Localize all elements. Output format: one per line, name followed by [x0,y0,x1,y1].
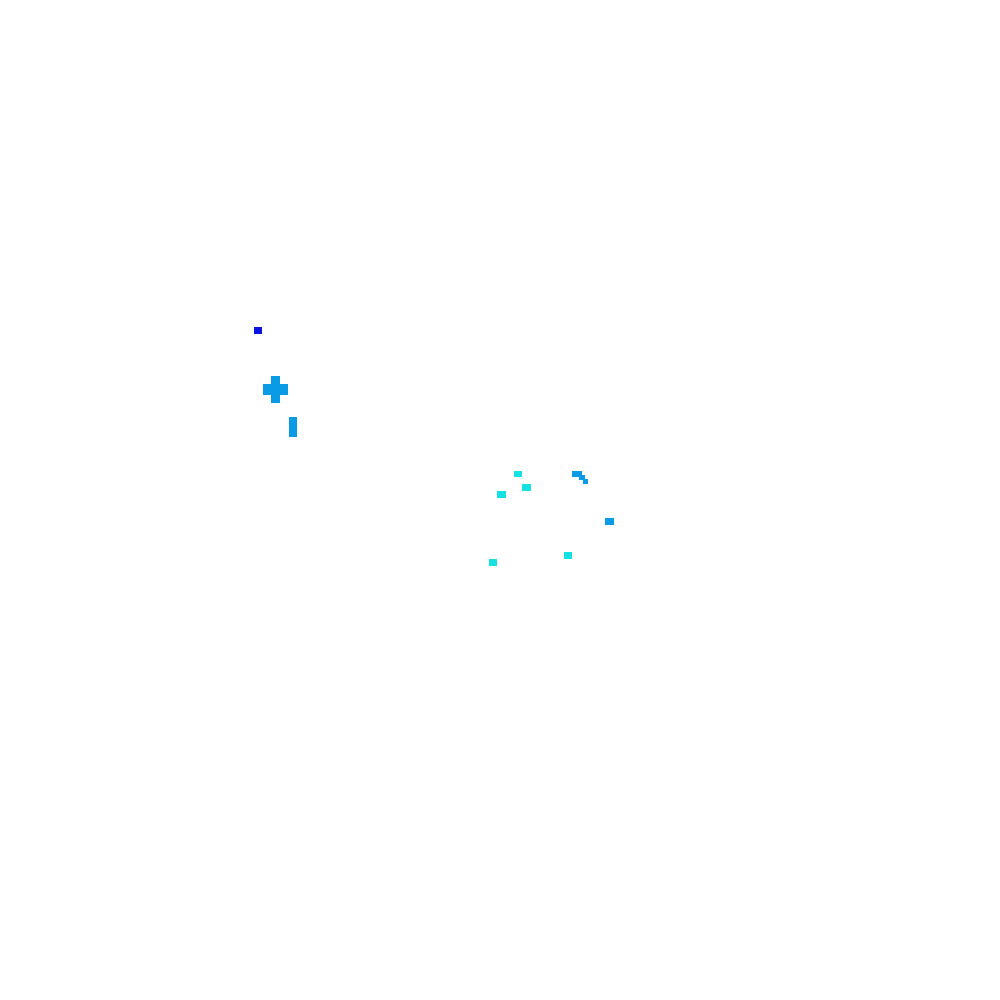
diagonal-stroke-pixel [583,479,588,484]
cross-mark-vertical [271,376,280,403]
cyan-pixel [522,484,531,491]
blue-pixel [605,518,614,525]
diagonal-stroke-pixel [572,471,582,477]
dark-blue-pixel [254,327,262,334]
vertical-bar-pixel [289,417,297,437]
cyan-pixel [489,559,497,566]
cyan-pixel [564,552,572,559]
diagonal-stroke-pixel [579,475,585,480]
cyan-pixel [497,491,506,498]
cyan-pixel [514,471,522,477]
